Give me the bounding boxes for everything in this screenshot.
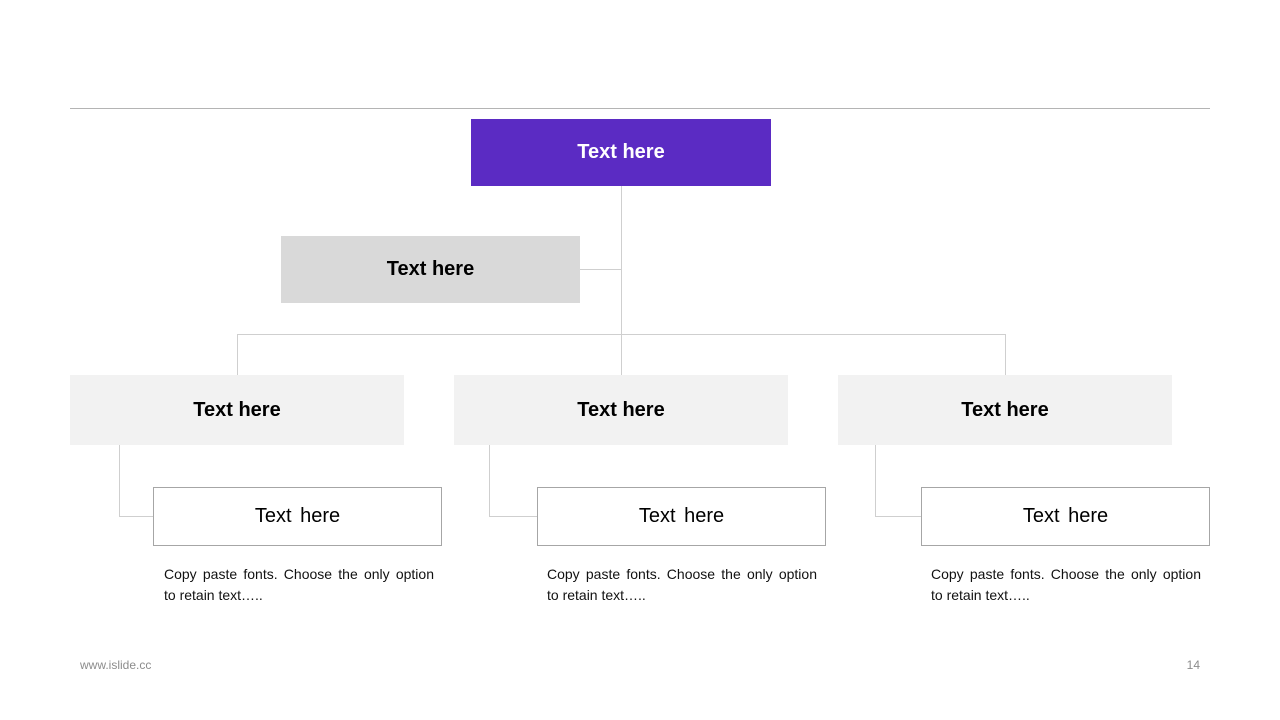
connector-sub-2-vertical	[489, 445, 490, 517]
connector-sub-2-horizontal	[489, 516, 537, 517]
footer-website: www.islide.cc	[80, 658, 152, 672]
page-number: 14	[1186, 658, 1200, 672]
assistant-node-label: Text here	[386, 258, 475, 280]
branch-node-label: Text here	[961, 398, 1049, 421]
sub-node-label: Text here	[1022, 505, 1109, 527]
branch-node-3: Text here	[838, 375, 1172, 445]
connector-sub-3-horizontal	[875, 516, 921, 517]
header-divider	[70, 108, 1210, 109]
sub-node-3: Text here	[921, 487, 1210, 546]
connector-sub-1-vertical	[119, 445, 120, 517]
root-node-label: Text here	[577, 141, 665, 163]
assistant-node: Text here	[281, 236, 580, 303]
connector-root-trunk	[621, 186, 622, 375]
connector-branch-left	[237, 334, 238, 375]
description-2: Copy paste fonts. Choose the only option…	[547, 566, 817, 603]
connector-branch-bar	[237, 334, 1006, 335]
sub-node-2: Text here	[537, 487, 826, 546]
connector-sub-1-horizontal	[119, 516, 153, 517]
description-1: Copy paste fonts. Choose the only option…	[164, 566, 434, 603]
connector-branch-right	[1005, 334, 1006, 375]
sub-node-label: Text here	[638, 505, 725, 527]
connector-assistant	[580, 269, 621, 270]
branch-node-2: Text here	[454, 375, 788, 445]
sub-node-label: Text here	[254, 505, 341, 527]
branch-node-label: Text here	[193, 398, 281, 421]
connector-sub-3-vertical	[875, 445, 876, 517]
branch-node-label: Text here	[577, 398, 665, 421]
branch-node-1: Text here	[70, 375, 404, 445]
sub-node-1: Text here	[153, 487, 442, 546]
root-node: Text here	[471, 119, 771, 186]
description-3: Copy paste fonts. Choose the only option…	[931, 566, 1201, 603]
